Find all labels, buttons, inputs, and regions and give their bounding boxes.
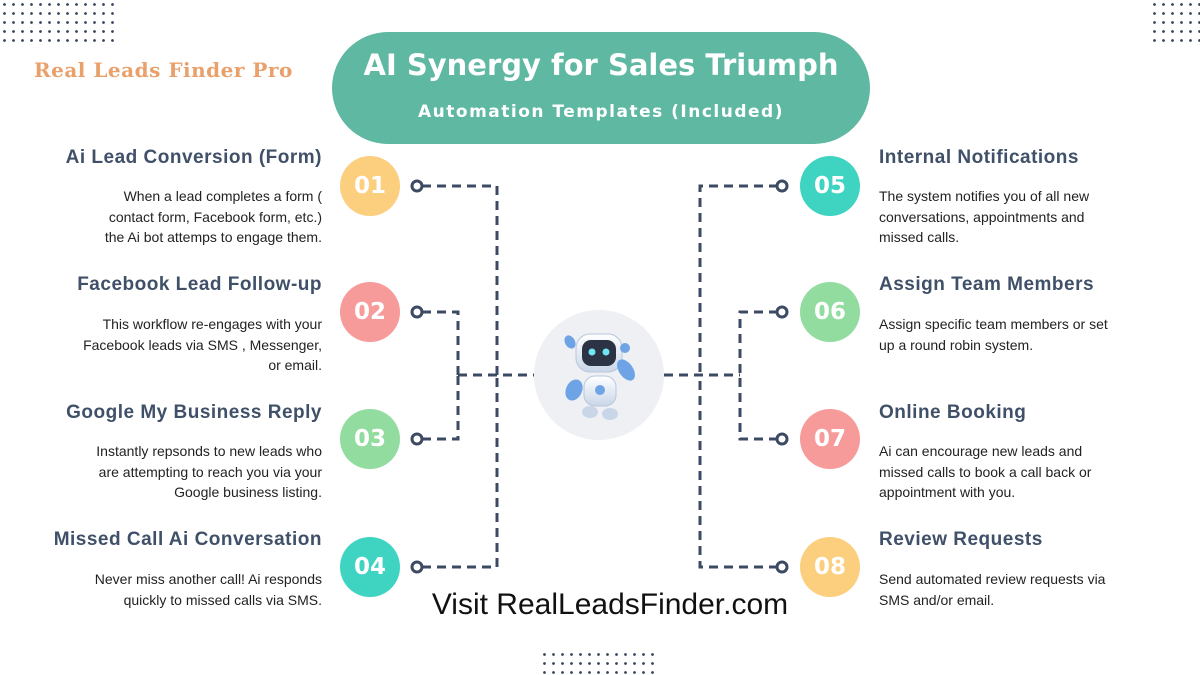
item-01-title: Ai Lead Conversion (Form)	[65, 147, 322, 168]
connector-node-04	[410, 560, 424, 574]
brand-logo: Real Leads Finder Pro	[34, 58, 293, 82]
website-link[interactable]: Visit RealLeadsFinder.com	[431, 588, 789, 621]
item-05-title: Internal Notifications	[879, 147, 1079, 168]
connector-01	[422, 184, 499, 375]
connector-05	[698, 184, 778, 375]
item-08-title: Review Requests	[879, 529, 1043, 550]
badge-06: 06	[800, 282, 860, 342]
connector-node-03	[410, 432, 424, 446]
connector-node-01	[410, 179, 424, 193]
page-subtitle: Automation Templates (Included)	[418, 102, 784, 122]
badge-08: 08	[800, 537, 860, 597]
connector-04	[422, 375, 499, 569]
item-01-description: When a lead completes a form (contact fo…	[104, 188, 322, 245]
item-04-title: Missed Call Ai Conversation	[53, 529, 322, 550]
badge-04: 04	[340, 537, 400, 597]
item-02-title: Facebook Lead Follow-up	[77, 274, 322, 295]
title-banner: AI Synergy for Sales Triumph Automation …	[332, 32, 870, 144]
item-03-title: Google My Business Reply	[66, 402, 322, 423]
connector-node-02	[410, 305, 424, 319]
robot-icon	[564, 333, 635, 420]
connector-07	[738, 375, 778, 441]
connector-08	[698, 375, 778, 569]
connector-node-05	[775, 179, 789, 193]
item-06-title: Assign Team Members	[879, 274, 1095, 295]
page-title: AI Synergy for Sales Triumph	[363, 48, 839, 82]
robot-hub	[534, 310, 664, 440]
connector-03	[422, 375, 460, 441]
badge-01: 01	[340, 156, 400, 216]
connector-06	[738, 310, 778, 375]
badge-05: 05	[800, 156, 860, 216]
badge-03: 03	[340, 409, 400, 469]
connector-node-08	[775, 560, 789, 574]
badge-02: 02	[340, 282, 400, 342]
badge-07: 07	[800, 409, 860, 469]
item-07-title: Online Booking	[879, 402, 1027, 423]
connector-02	[422, 310, 460, 375]
dot-pattern-bottom	[540, 650, 660, 674]
dot-pattern-top-left	[0, 0, 118, 46]
connector-node-06	[775, 305, 789, 319]
connector-node-07	[775, 432, 789, 446]
dot-pattern-top-right	[1150, 0, 1200, 46]
